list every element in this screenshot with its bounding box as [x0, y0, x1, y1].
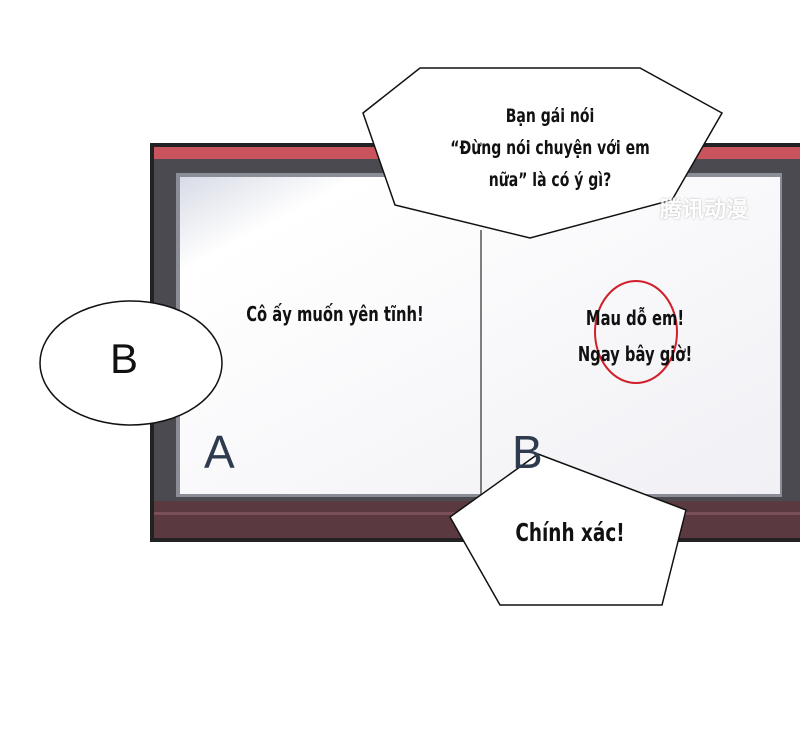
- answer-bubble-shape: [39, 300, 223, 426]
- highlight-circle: [594, 280, 678, 384]
- option-a-label: A: [204, 426, 235, 478]
- watermark-logo: 腾讯动漫: [660, 198, 749, 223]
- option-a-text: Cô ấy muốn yên tĩnh!: [246, 302, 424, 326]
- option-b-label: B: [512, 426, 543, 478]
- option-b-text: Mau dỗ em! Ngay bây giờ!: [577, 306, 693, 366]
- question-bubble-shape: [362, 67, 724, 239]
- confirm-text: Chính xác!: [515, 518, 625, 547]
- screen: [180, 177, 780, 494]
- answer-letter: B: [110, 335, 139, 382]
- confirm-bubble-shape: [449, 453, 687, 606]
- question-text: Bạn gái nói “Đừng nói chuyện với em nữa”…: [450, 105, 650, 191]
